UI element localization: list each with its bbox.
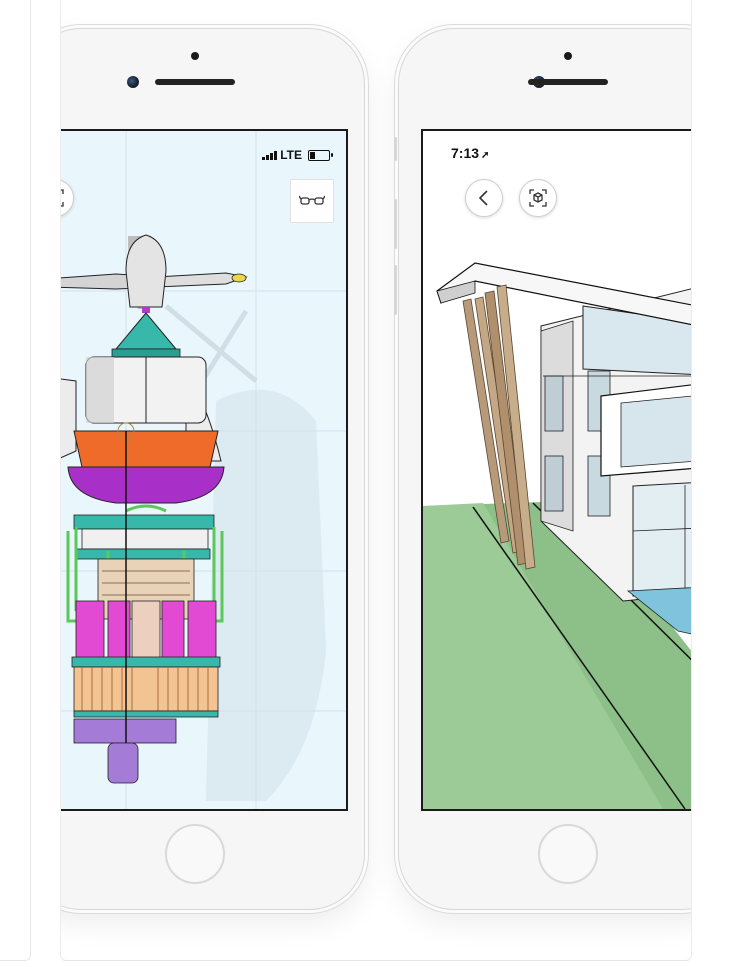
phone-carousel: LTE [60, 0, 692, 961]
phone-mockup-right: 7:13➚ [394, 28, 692, 910]
ear-camera [191, 52, 199, 60]
earpiece-speaker [528, 79, 608, 85]
signal-icon [262, 150, 278, 160]
network-label: LTE [280, 148, 302, 162]
ar-mode-button[interactable] [519, 179, 557, 217]
back-button[interactable] [465, 179, 503, 217]
status-time: 7:13➚ [451, 145, 490, 161]
status-bar: LTE [262, 148, 333, 162]
earpiece-speaker [155, 79, 235, 85]
rocket-3d-viewport[interactable] [60, 131, 346, 809]
vr-glasses-button[interactable] [290, 179, 334, 223]
ar-frame-icon [529, 189, 547, 207]
phone-mockup-left: LTE [60, 28, 365, 910]
home-button[interactable] [538, 824, 598, 884]
battery-icon [308, 149, 333, 161]
back-chevron-icon [478, 190, 488, 206]
previous-card-edge [0, 0, 31, 961]
house-3d-viewport[interactable] [423, 131, 692, 809]
ar-frame-icon [61, 189, 64, 207]
location-arrow-icon: ➚ [481, 150, 490, 161]
app-screen-house[interactable]: 7:13➚ [421, 129, 692, 811]
home-button[interactable] [165, 824, 225, 884]
front-camera [127, 76, 139, 88]
ear-camera [564, 52, 572, 60]
volume-up-button [394, 199, 397, 249]
mute-switch [394, 137, 397, 161]
app-screen-rocket[interactable]: LTE [60, 129, 348, 811]
glasses-icon [299, 195, 325, 205]
volume-down-button [394, 265, 397, 315]
